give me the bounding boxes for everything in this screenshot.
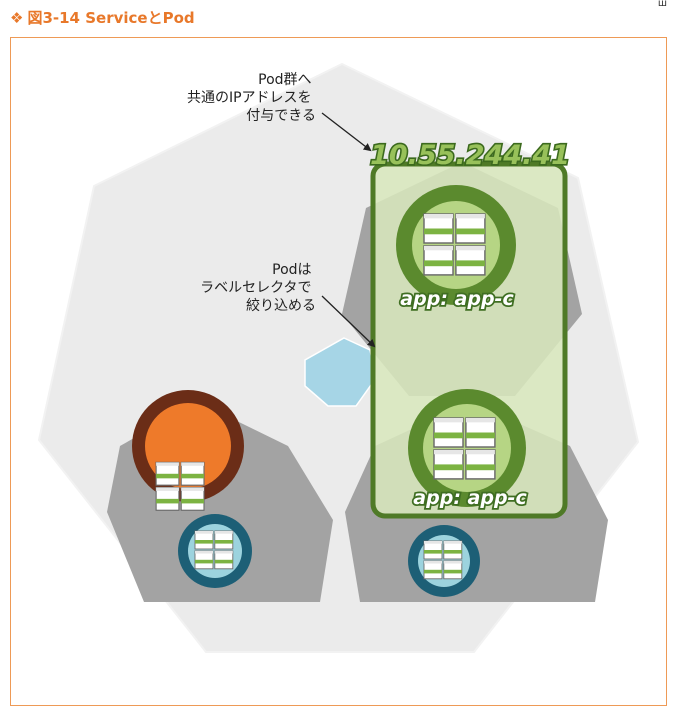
service-ip: 10.55.244.41 [370, 140, 570, 171]
annotation-ip-line-3: 付与できる [246, 108, 316, 124]
figure-caption: ❖図3-14 ServiceとPod [10, 6, 195, 30]
pod-selected-1 [396, 185, 516, 305]
annotation-selector-line-3: 絞り込める [246, 298, 316, 314]
annotation-ip: Pod群へ 共通のIPアドレスを 付与できる [187, 72, 316, 124]
corner-mark: ш [657, 0, 667, 9]
pod-label-1: app: app-c [400, 288, 514, 310]
figure-number: 図3-14 [27, 9, 80, 27]
annotation-ip-line-1: Pod群へ [258, 72, 311, 88]
pod-teal-right [408, 525, 480, 597]
arrow-ip [321, 112, 372, 152]
pod-orange [132, 390, 244, 510]
figure-frame [10, 37, 667, 706]
annotation-selector-line-1: Podは [272, 262, 311, 278]
diamond-bullet-icon: ❖ [10, 9, 24, 27]
annotation-selector: Podは ラベルセレクタで 絞り込める [200, 262, 316, 314]
pod-label-2: app: app-c [413, 487, 527, 509]
pod-selected-2 [408, 389, 526, 507]
annotation-ip-line-2: 共通のIPアドレスを [187, 90, 312, 106]
annotation-selector-line-2: ラベルセレクタで [200, 280, 311, 296]
arrow-selector [321, 295, 376, 348]
figure-title: ServiceとPod [85, 9, 195, 27]
pod-teal-left [178, 514, 252, 588]
